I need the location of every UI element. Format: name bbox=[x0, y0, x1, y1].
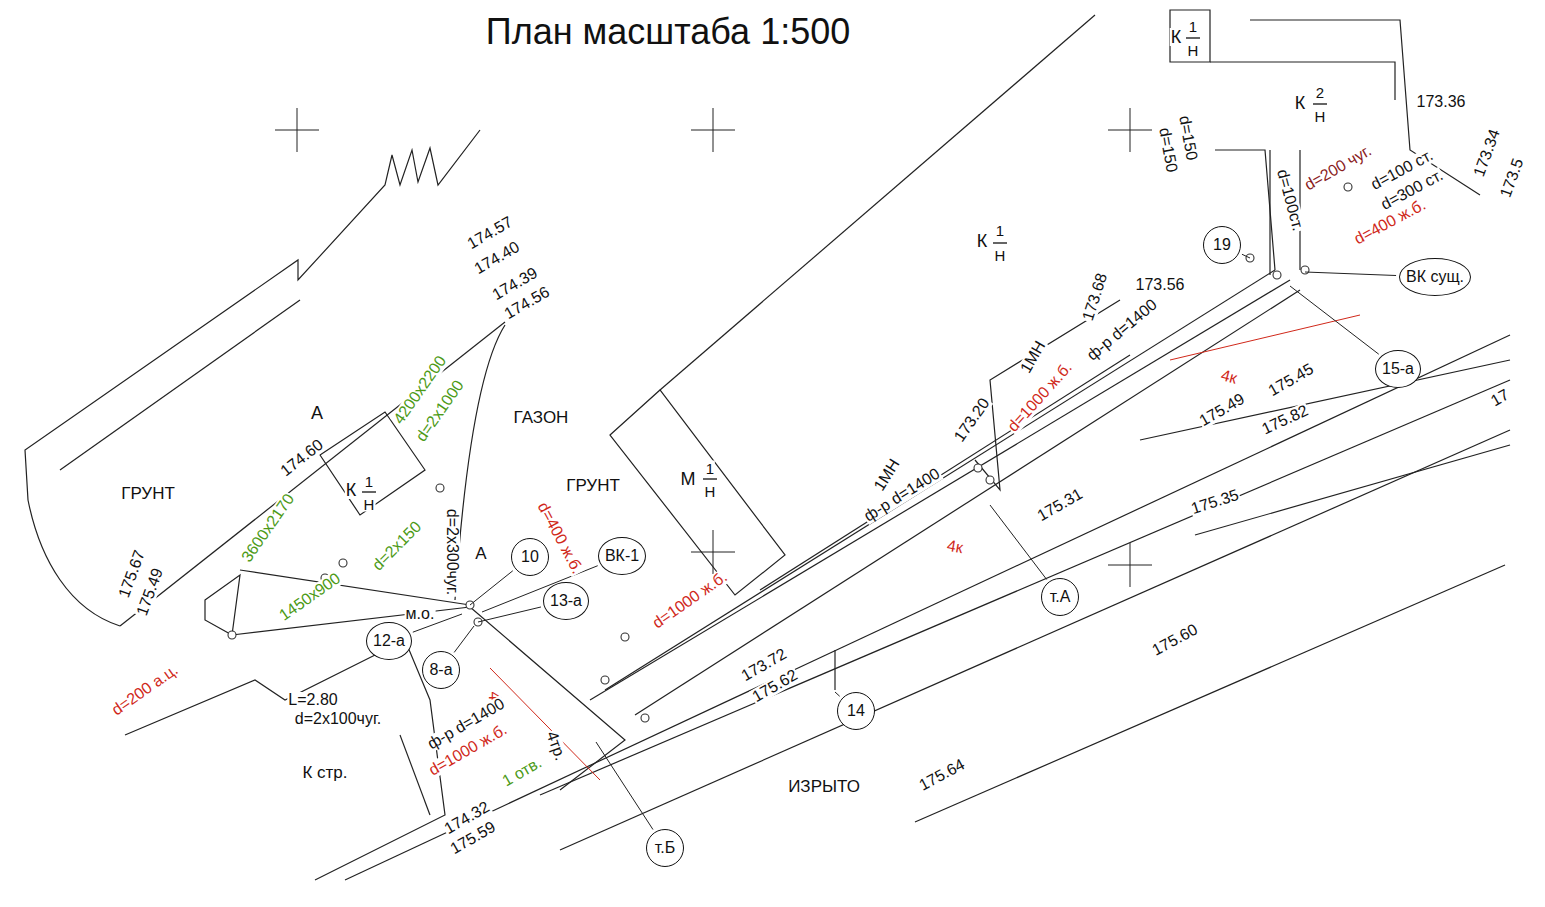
fraction-part: Н bbox=[1187, 43, 1200, 58]
elevation-mark: 173.20 bbox=[951, 395, 993, 446]
callout-circle: ВК-1 bbox=[598, 537, 646, 575]
dimension-label: L=2.80 bbox=[287, 692, 338, 708]
elevation-mark: 173.5 bbox=[1497, 156, 1526, 201]
building-code: К bbox=[1170, 28, 1183, 46]
callout-number: т.А bbox=[1050, 589, 1071, 605]
elevation-mark: 175.60 bbox=[1149, 621, 1201, 659]
callout-circle: т.Б bbox=[646, 829, 684, 867]
fraction-part: 1 bbox=[364, 474, 374, 489]
callout-circle: 13-а bbox=[543, 582, 589, 620]
area-label: К стр. bbox=[301, 764, 348, 781]
pipe-spec: 1МН bbox=[1017, 338, 1049, 377]
pipe-spec: d=100ст. bbox=[1274, 167, 1306, 234]
elevation-mark: 175.64 bbox=[916, 756, 968, 794]
fraction-part: 2 bbox=[1315, 85, 1325, 100]
callout-number: 15-а bbox=[1382, 361, 1414, 377]
area-label: ГРУНТ bbox=[120, 485, 176, 502]
leader-line bbox=[478, 607, 541, 622]
callout-circle: 10 bbox=[511, 538, 549, 576]
callout-circle: 8-а bbox=[422, 651, 460, 689]
fraction-part: 1 bbox=[705, 461, 715, 476]
leader-line bbox=[454, 626, 474, 652]
leader-line bbox=[470, 571, 513, 605]
callout-circle: 19 bbox=[1203, 226, 1241, 264]
map-note: 4к bbox=[945, 538, 965, 557]
fraction-part: Н bbox=[994, 248, 1007, 263]
elevation-mark: 173.68 bbox=[1080, 270, 1111, 323]
callout-circle: 12-а bbox=[366, 622, 412, 660]
callout-number: 10 bbox=[521, 549, 539, 565]
dimension-label: d=2x150 bbox=[369, 518, 425, 574]
dimension-label: 1450x900 bbox=[276, 570, 344, 625]
elevation-mark: 175.45 bbox=[1265, 360, 1317, 399]
callout-number: 19 bbox=[1213, 237, 1231, 253]
fraction-part: 1 bbox=[995, 223, 1005, 238]
building-code: К bbox=[345, 481, 358, 499]
leader-line bbox=[1290, 286, 1379, 354]
fraction-part: Н bbox=[363, 497, 376, 512]
map-note: м.о. bbox=[405, 606, 436, 622]
pipe-spec: d=150 bbox=[1176, 113, 1200, 162]
area-label: ГРУНТ bbox=[565, 477, 621, 494]
elevation-mark: 17 bbox=[1487, 386, 1512, 410]
leader-line bbox=[835, 692, 840, 696]
callout-number: ВК сущ. bbox=[1406, 269, 1464, 285]
pipe-spec: d=200 а.ц. bbox=[108, 661, 181, 719]
elevation-mark: 173.36 bbox=[1416, 94, 1467, 110]
callout-number: 14 bbox=[847, 703, 865, 719]
callout-circle: 14 bbox=[837, 692, 875, 730]
building-code: К bbox=[1294, 94, 1307, 112]
callout-number: т.Б bbox=[655, 840, 676, 856]
fraction-part: Н bbox=[1314, 109, 1327, 124]
callout-number: ВК-1 bbox=[605, 548, 639, 564]
dimension-label: 1 отв. bbox=[499, 754, 545, 790]
map-note: 4к bbox=[1218, 367, 1239, 387]
pipe-spec: d=200 чуг. bbox=[1301, 142, 1375, 194]
elevation-mark: 175.31 bbox=[1034, 485, 1086, 524]
area-label: ГАЗОН bbox=[513, 409, 570, 426]
callout-number: 12-а bbox=[373, 633, 405, 649]
dimension-label: 3600x2170 bbox=[238, 490, 298, 566]
pipe-spec: d=150 bbox=[1156, 125, 1180, 174]
elevation-mark: 174.60 bbox=[277, 436, 327, 480]
callout-circle: ВК сущ. bbox=[1399, 258, 1471, 296]
elevation-mark: 175.35 bbox=[1188, 487, 1241, 518]
callout-circle: 15-а bbox=[1375, 350, 1421, 388]
pipe-spec: d=1000 ж.б. bbox=[1004, 359, 1075, 436]
elevation-mark: 173.56 bbox=[1135, 277, 1186, 293]
leader-line bbox=[1242, 254, 1250, 258]
pipe-spec: d=2x100чуг. bbox=[294, 711, 383, 727]
callout-circle: т.А bbox=[1041, 578, 1079, 616]
leader-line bbox=[596, 742, 653, 830]
area-label: А bbox=[310, 404, 324, 422]
fraction-part: Н bbox=[704, 484, 717, 499]
area-label: А bbox=[474, 545, 487, 562]
leader-line bbox=[1305, 272, 1396, 276]
callout-number: 8-а bbox=[429, 662, 452, 678]
pipe-spec: d=2x300чуг. bbox=[444, 508, 460, 597]
elevation-mark: 175.49 bbox=[1196, 390, 1248, 429]
pipe-spec: 4тр. bbox=[543, 728, 569, 763]
area-label: ИЗРЫТО bbox=[787, 778, 861, 795]
elevation-mark: 175.82 bbox=[1259, 402, 1312, 438]
building-code: К bbox=[976, 232, 989, 250]
callout-number: 13-а bbox=[550, 593, 582, 609]
fraction-part: 1 bbox=[1188, 19, 1198, 34]
building-code: М bbox=[680, 470, 697, 488]
plan-title: План масштаба 1:500 bbox=[485, 14, 851, 50]
elevation-mark: 173.34 bbox=[1471, 126, 1503, 179]
